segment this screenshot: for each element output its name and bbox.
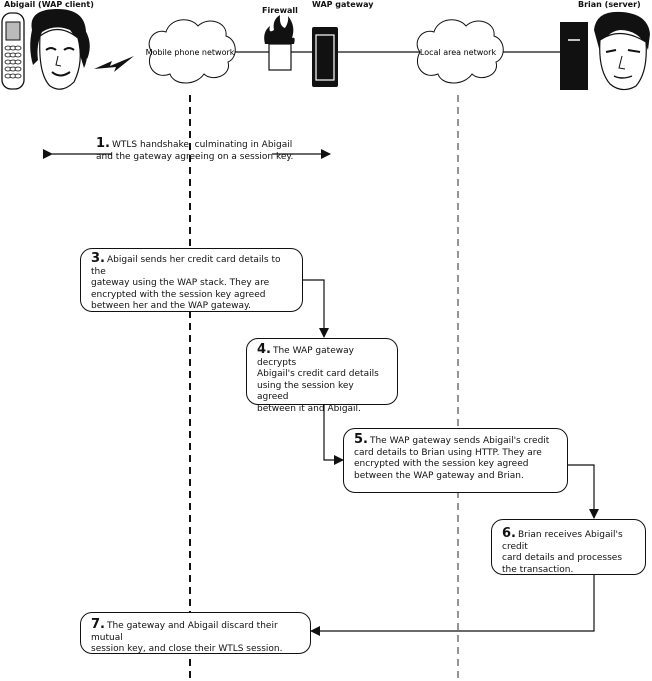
wap-gateway-label: WAP gateway — [312, 0, 374, 9]
brian-avatar — [594, 11, 650, 91]
firewall-label: Firewall — [262, 6, 298, 15]
abigail-avatar — [30, 8, 90, 90]
mobile-network-cloud: Mobile phone network — [146, 19, 236, 84]
firewall-icon — [264, 15, 295, 71]
abigail-label: Abigail (WAP client) — [4, 0, 94, 9]
brian-label: Brian (server) — [578, 0, 641, 9]
step-1-text: 1.WTLS handshake, culminating in Abigail… — [96, 136, 294, 162]
connector-6-to-7 — [310, 575, 595, 636]
step-4-box: 4.The WAP gateway decrypts Abigail's cre… — [246, 338, 398, 414]
lan-cloud: Local area network — [416, 19, 504, 84]
connector-3-to-4 — [303, 279, 329, 338]
step-5-box: 5.The WAP gateway sends Abigail's credit… — [343, 428, 568, 493]
server-icon — [560, 22, 588, 90]
connector-4-to-5 — [323, 405, 344, 465]
step-3-box: 3.Abigail sends her credit card details … — [80, 248, 303, 312]
wireless-signal-icon — [94, 56, 134, 72]
connector-5-to-6 — [568, 464, 599, 519]
step-6-box: 6.Brian receives Abigail's credit card d… — [491, 519, 646, 575]
lan-label: Local area network — [420, 48, 497, 57]
mobile-network-label: Mobile phone network — [146, 48, 235, 57]
step-7-box: 7.The gateway and Abigail discard their … — [80, 612, 311, 654]
mobile-phone-icon — [1, 12, 25, 90]
wap-gateway-device-icon — [312, 27, 338, 87]
